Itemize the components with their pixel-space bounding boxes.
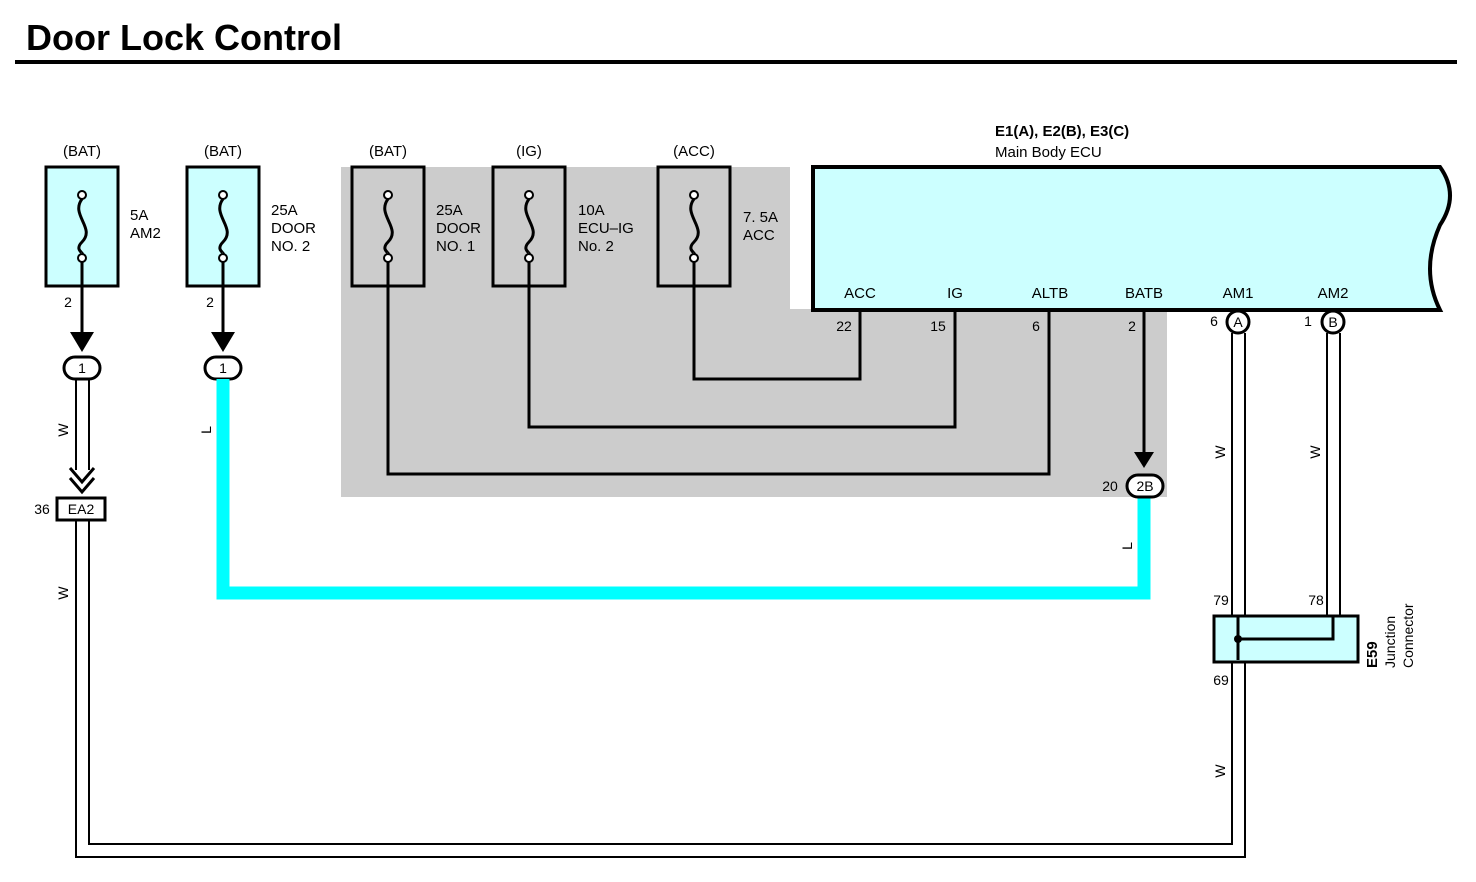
fuse-door-no2-name2: NO. 2 <box>271 238 310 255</box>
fuse-element-icon <box>77 198 88 256</box>
fuse-ecu-ig-name2: No. 2 <box>578 238 614 255</box>
ecu-name: Main Body ECU <box>995 144 1102 161</box>
wire-color-l: L <box>1119 542 1135 550</box>
ecu-terminal-ig: IG <box>947 285 963 302</box>
fuse-door-no2-source: (BAT) <box>204 143 242 160</box>
ecu-code: E1(A), E2(B), E3(C) <box>995 123 1129 140</box>
fuse-door-no2-name: DOOR <box>271 220 316 237</box>
fuse-am2-source: (BAT) <box>63 143 101 160</box>
fuse-am2-name: AM2 <box>130 225 161 242</box>
ecu-terminal-batb: BATB <box>1125 285 1163 302</box>
junction-pin-78: 78 <box>1308 592 1324 608</box>
fuse-element-icon <box>218 198 229 256</box>
wire-color-w: W <box>1212 764 1228 778</box>
ecu-terminal-am1: AM1 <box>1223 285 1254 302</box>
junction-name2: Connector <box>1400 603 1416 668</box>
fuse-ecu-ig-source: (IG) <box>516 143 542 160</box>
ecu-pin-am1: 6 <box>1210 313 1218 329</box>
connector-b <box>1320 309 1346 335</box>
connector-a-label: A <box>1233 314 1243 330</box>
fuse-element-icon <box>383 198 394 256</box>
wire-color-w: W <box>55 586 71 600</box>
connector-b-label: B <box>1328 314 1337 330</box>
arrow-icon <box>211 332 235 352</box>
junction-pin-69: 69 <box>1213 672 1229 688</box>
wire-color-w: W <box>1212 445 1228 459</box>
connector-ea2-label: EA2 <box>68 501 95 517</box>
ecu-pin-batb: 2 <box>1128 318 1136 334</box>
connector-2b-pin: 20 <box>1102 478 1118 494</box>
connector-1-left <box>62 355 102 381</box>
ecu-terminal-am2: AM2 <box>1318 285 1349 302</box>
fuse-element-icon <box>689 198 700 256</box>
connector-ea2 <box>55 496 107 522</box>
ecu-terminal-acc: ACC <box>844 285 876 302</box>
junction-dot <box>1234 635 1242 643</box>
connector-2b-label: 2B <box>1136 478 1153 494</box>
fuse-door-no1-name2: NO. 1 <box>436 238 475 255</box>
white-wire-bottom <box>75 520 1246 858</box>
fuse-element-icon <box>524 198 535 256</box>
fuse-ecu-ig-no2: (IG) 10A ECU–IG No. 2 <box>491 143 634 288</box>
page-title: Door Lock Control <box>26 17 342 58</box>
junction-name1: Junction <box>1382 616 1398 668</box>
ecu-pin-acc: 22 <box>836 318 852 334</box>
connector-1-left-label: 1 <box>78 360 86 376</box>
fuse-door-no2-pin: 2 <box>206 294 214 310</box>
fuse-door-no1-source: (BAT) <box>369 143 407 160</box>
blue-wire-l <box>216 379 1151 600</box>
chevron-down-icon <box>68 477 96 495</box>
wire-color-w: W <box>1307 445 1323 459</box>
arrow-icon <box>70 332 94 352</box>
ecu-pin-ig: 15 <box>930 318 946 334</box>
fuse-am2: (BAT) 5A AM2 2 <box>44 143 161 310</box>
connector-1-right-label: 1 <box>219 360 227 376</box>
white-wire-am <box>1231 333 1341 616</box>
fuse-door-no2-rating: 25A <box>271 202 298 219</box>
fuse-acc-source: (ACC) <box>673 143 715 160</box>
ecu-terminal-altb: ALTB <box>1032 285 1068 302</box>
chevron-down-icon <box>68 467 96 485</box>
connector-a <box>1225 309 1251 335</box>
arrow-icon <box>1134 452 1154 468</box>
white-wire-left <box>75 379 90 470</box>
main-body-ecu <box>811 165 1452 312</box>
title-underline <box>15 60 1457 64</box>
fuse-door-no2: (BAT) 25A DOOR NO. 2 2 <box>185 143 316 310</box>
ecu-pin-am2: 1 <box>1304 313 1312 329</box>
junction-code: E59 <box>1364 641 1381 668</box>
internal-wires <box>386 262 1146 476</box>
wire-color-w: W <box>55 423 71 437</box>
connector-2b <box>1125 473 1165 499</box>
fuse-acc-name: ACC <box>743 227 775 244</box>
fuse-door-no1-name: DOOR <box>436 220 481 237</box>
connector-ea2-pin: 36 <box>34 501 50 517</box>
fuse-ecu-ig-name: ECU–IG <box>578 220 634 237</box>
wire-color-l: L <box>198 426 214 434</box>
fuse-acc-rating: 7. 5A <box>743 209 778 226</box>
fuse-am2-rating: 5A <box>130 207 148 224</box>
ecu-pin-altb: 6 <box>1032 318 1040 334</box>
junction-pin-79: 79 <box>1213 592 1229 608</box>
fuse-am2-pin: 2 <box>64 294 72 310</box>
fuse-door-no1-rating: 25A <box>436 202 463 219</box>
fuse-ecu-ig-rating: 10A <box>578 202 605 219</box>
